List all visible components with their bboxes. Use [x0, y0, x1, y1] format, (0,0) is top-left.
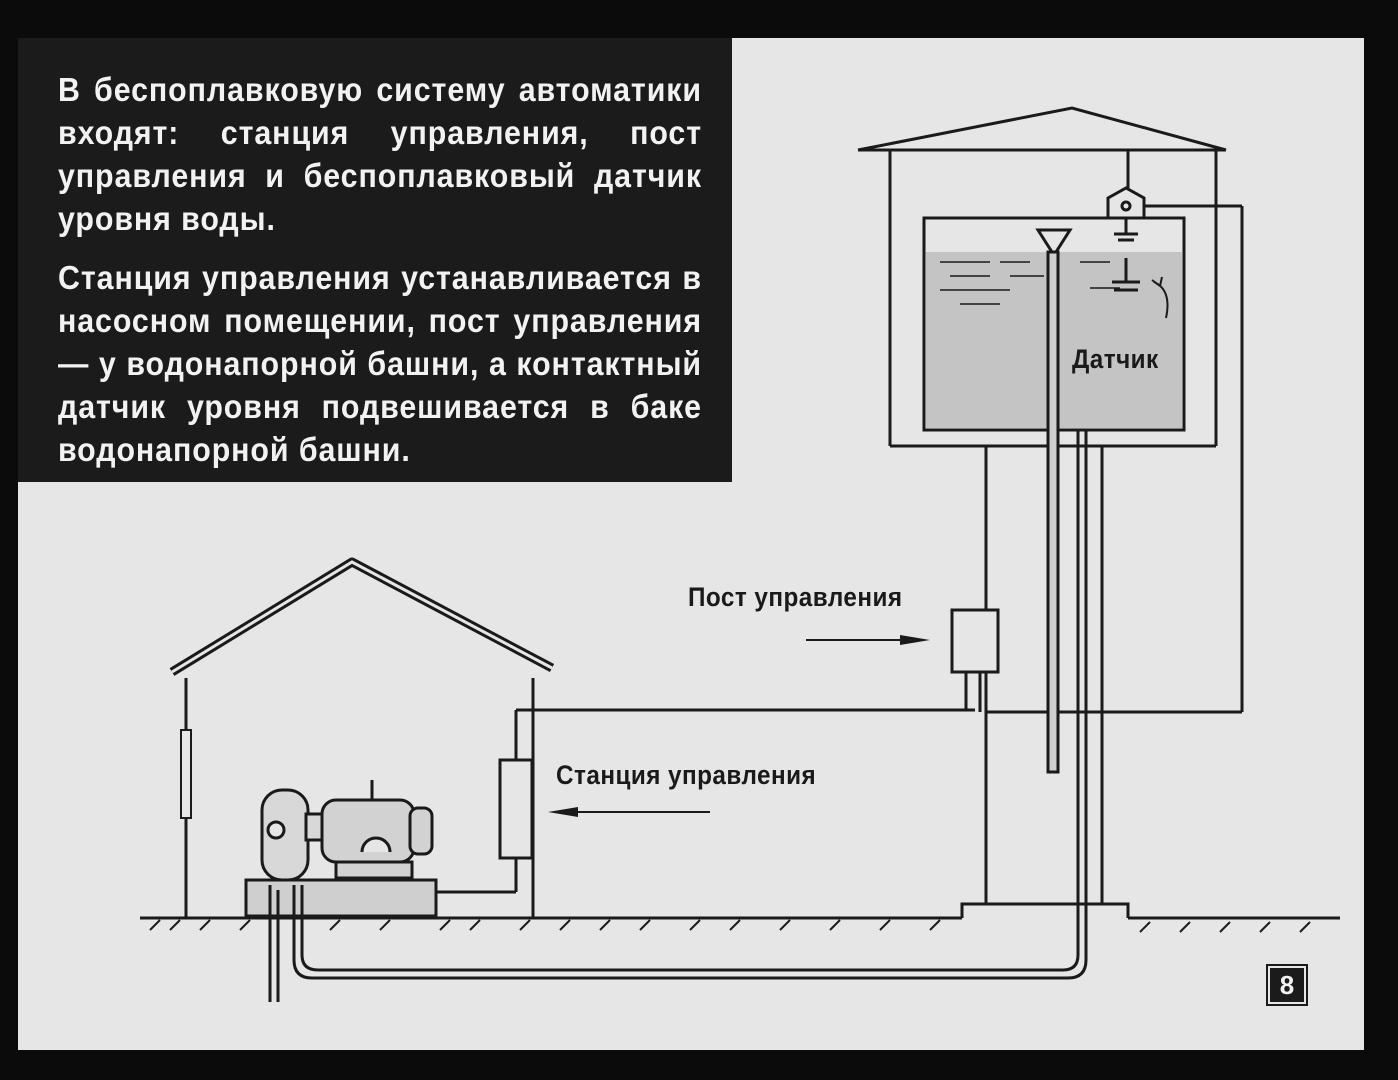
pump-motor-unit	[244, 780, 438, 918]
page-number: 8	[1266, 964, 1308, 1006]
arrow-left-icon	[548, 807, 578, 817]
label-arrows	[548, 635, 930, 817]
pump-house	[169, 557, 555, 918]
control-post	[950, 446, 1000, 712]
level-sensor	[986, 150, 1244, 714]
control-post-label: Пост управления	[688, 582, 903, 612]
control-station	[378, 708, 975, 894]
intro-paragraph-1: В беспоплавковую систему автоматики вход…	[58, 71, 702, 237]
ground	[140, 916, 1340, 933]
control-station-label: Станция управления	[556, 760, 817, 790]
arrow-right-icon	[900, 635, 930, 645]
intro-paragraph-2: Станция управления устанавливается в нас…	[58, 259, 702, 468]
intro-text-panel: В беспоплавковую систему автоматики вход…	[18, 38, 732, 482]
sensor-label: Датчик	[1072, 344, 1159, 374]
water-pipe	[268, 416, 1088, 1002]
sensor-electrode	[1035, 228, 1073, 774]
water-tower	[857, 106, 1227, 448]
